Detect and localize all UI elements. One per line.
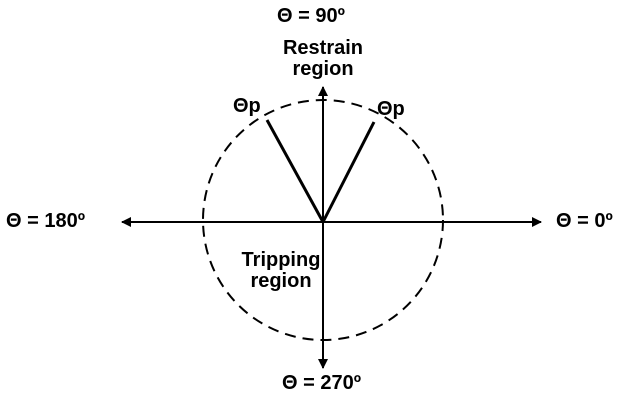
restrain-region-label: Restrain region bbox=[268, 38, 378, 80]
tripping-region-label: Tripping region bbox=[226, 250, 336, 292]
theta-0-label: Θ = 0º bbox=[556, 210, 613, 232]
restrain-region-line2: region bbox=[292, 58, 354, 80]
theta-90-label: Θ = 90º bbox=[277, 5, 345, 27]
theta-270-label: Θ = 270º bbox=[282, 372, 362, 394]
restrain-region-line1: Restrain bbox=[282, 37, 364, 59]
theta-p-right-line bbox=[321, 121, 376, 223]
theta-p-left-label: Θp bbox=[233, 95, 261, 117]
tripping-region-line2: region bbox=[250, 270, 312, 292]
theta-180-label: Θ = 180º bbox=[6, 210, 86, 232]
tripping-region-line1: Tripping bbox=[241, 249, 321, 271]
theta-p-right-label: Θp bbox=[377, 98, 405, 120]
theta-p-left-line bbox=[265, 119, 325, 223]
